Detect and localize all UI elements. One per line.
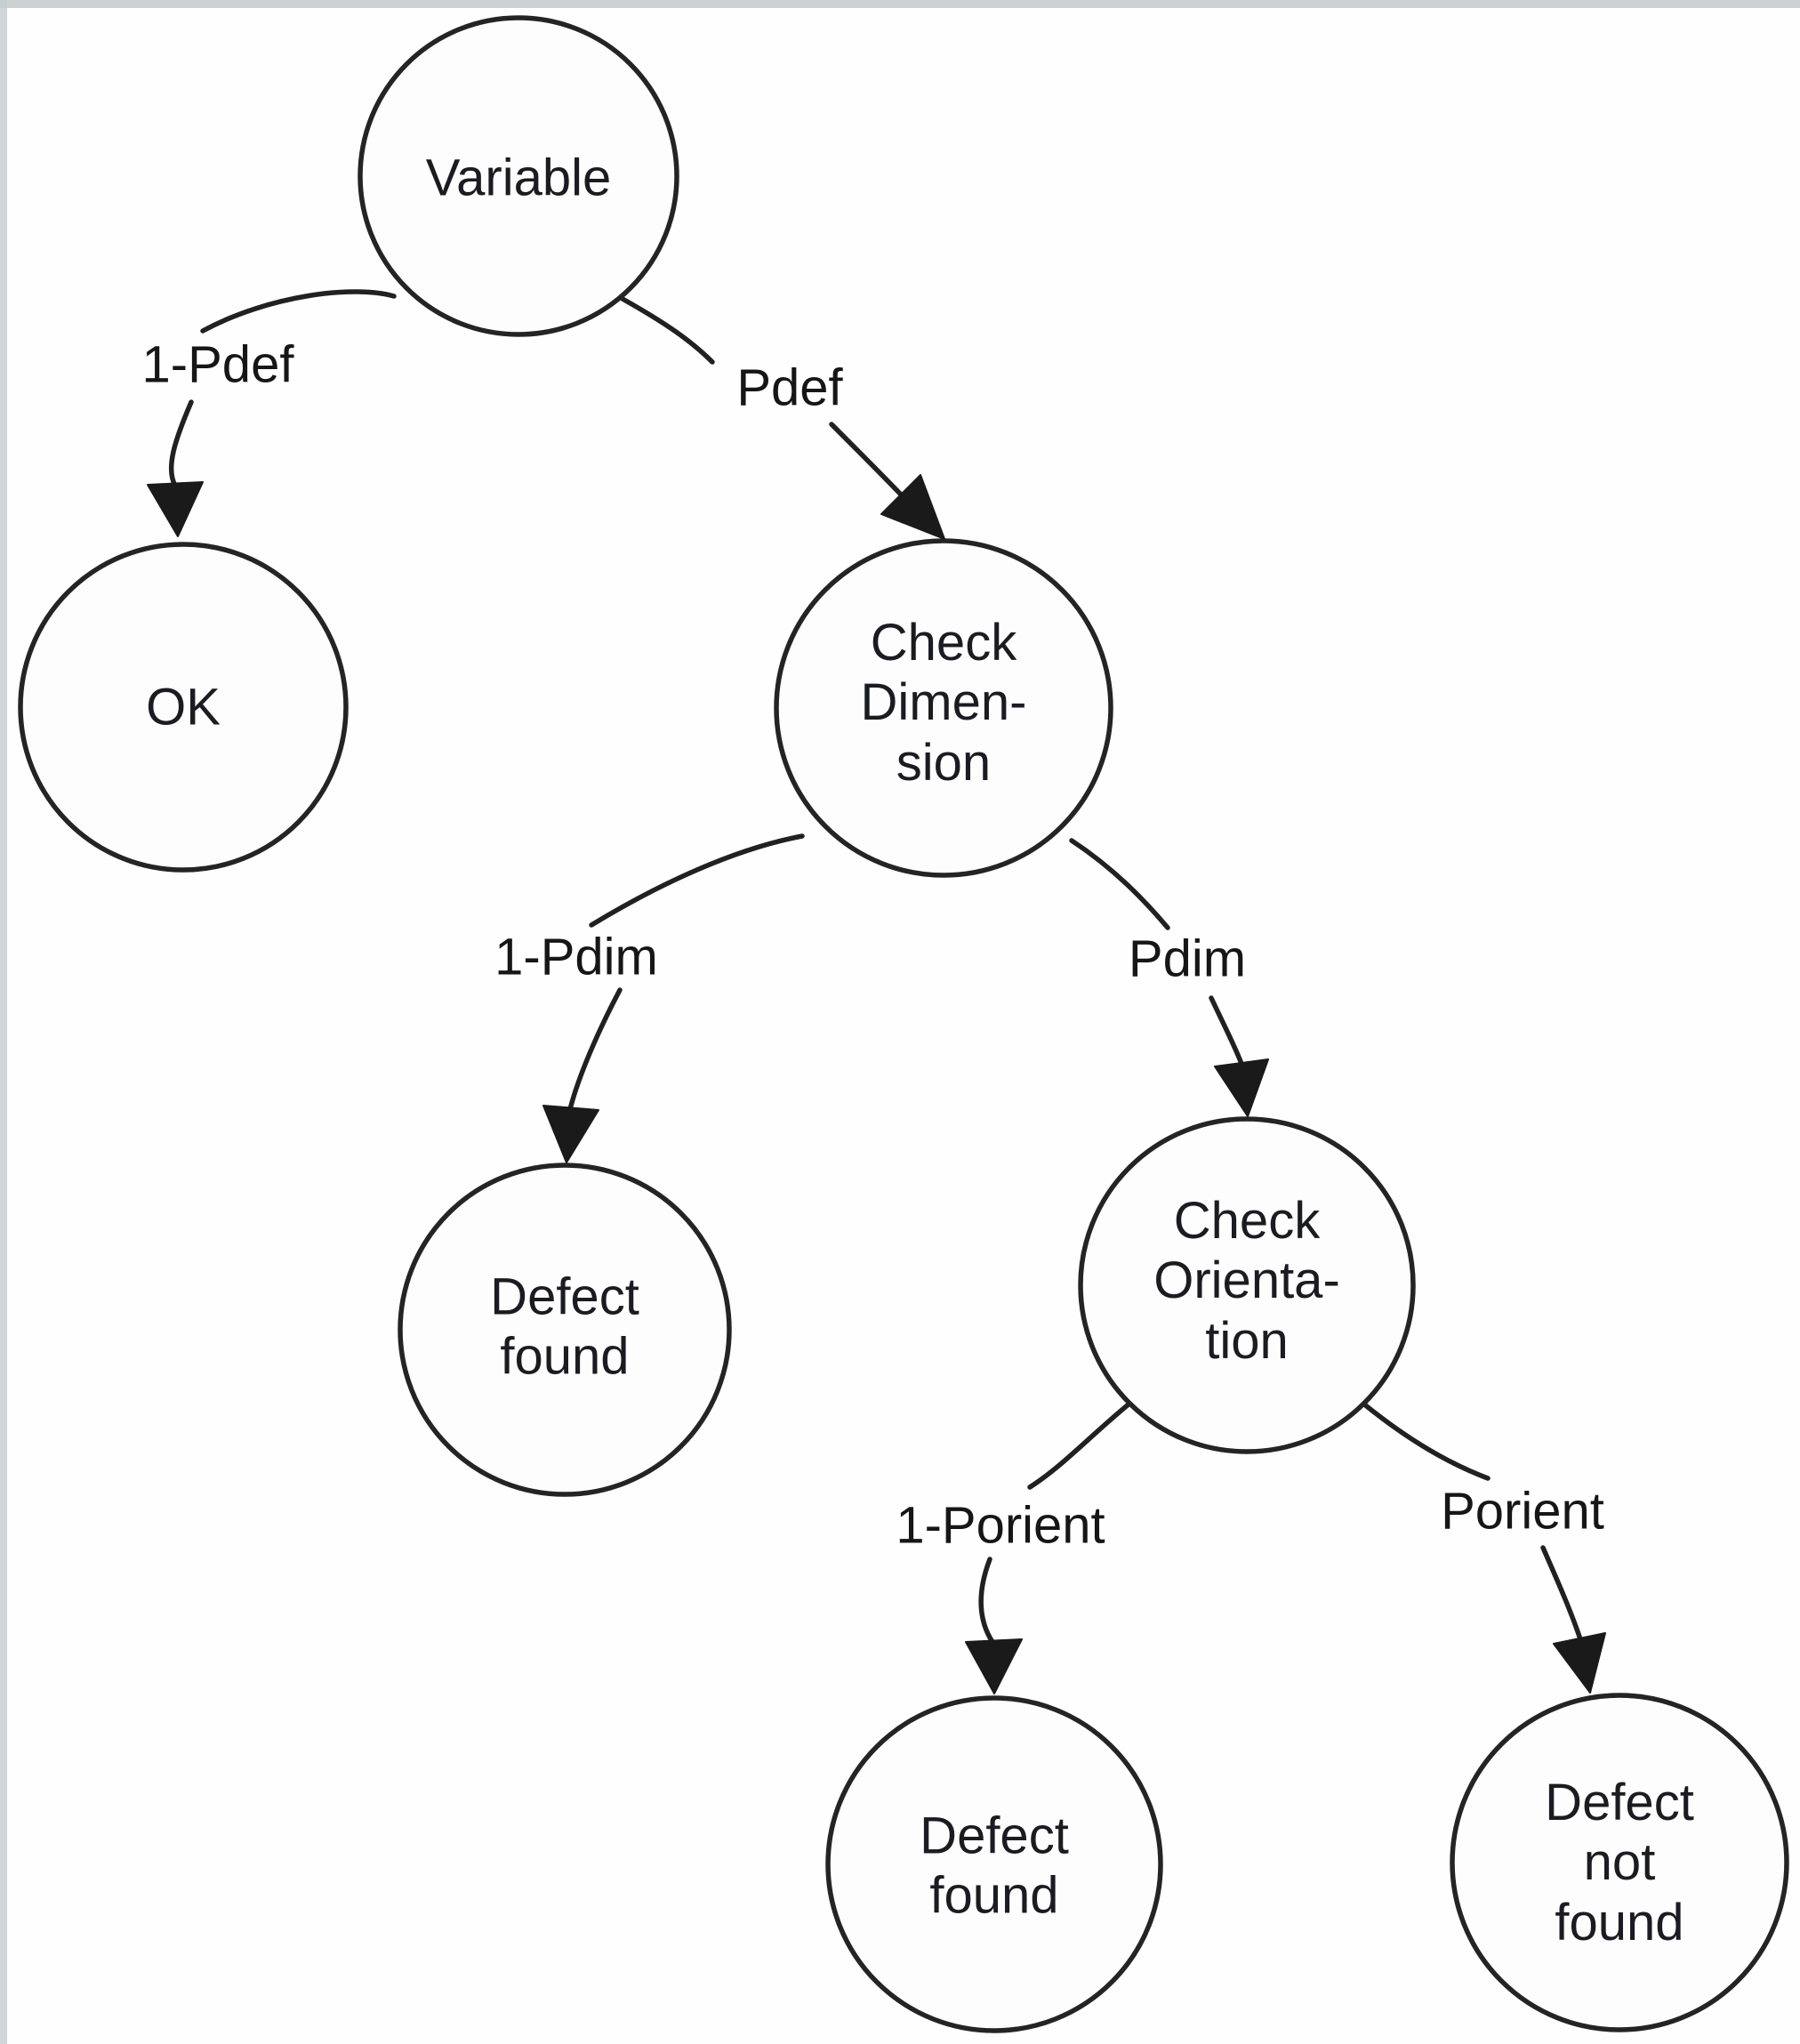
node-circle-defect-found-orientation xyxy=(825,1695,1163,2033)
edge-check-orientation-defect-not-found-segment-2 xyxy=(1540,1545,1583,1642)
node-circle-variable xyxy=(358,15,679,337)
node-label-check-dimension: Check Dimen- sion xyxy=(860,614,1027,792)
edge-label-pdef: Pdef xyxy=(736,358,843,417)
edge-label-porient: Porient xyxy=(1441,1482,1604,1541)
node-circle-defect-found-dimension xyxy=(398,1163,732,1497)
edge-check-orientation-defect-found-segment-2 xyxy=(978,1557,995,1645)
edge-label-1-pdim: 1-Pdim xyxy=(494,928,658,986)
edge-variable-ok-segment-2 xyxy=(168,399,194,488)
edge-variable-check-dimension-segment-1 xyxy=(620,296,715,365)
edge-label-pdim: Pdim xyxy=(1128,929,1247,988)
edge-check-dimension-check-orientation-segment-1 xyxy=(1069,838,1170,930)
node-circle-check-orientation xyxy=(1078,1116,1416,1454)
edge-label-1-pdef: 1-Pdef xyxy=(141,335,294,394)
node-label-defect-found-dimension: Defect found xyxy=(490,1267,639,1386)
edge-variable-ok-segment-1 xyxy=(200,289,397,334)
node-label-ok: OK xyxy=(146,678,221,736)
edge-variable-check-dimension-segment-2 xyxy=(829,422,904,498)
edge-variable-check-dimension-arrowhead xyxy=(880,474,945,540)
edge-check-dimension-defect-found-segment-2 xyxy=(567,987,623,1112)
edge-variable-ok-arrowhead xyxy=(147,481,204,537)
page-edge-top xyxy=(0,0,1800,8)
edge-check-dimension-defect-found-segment-1 xyxy=(589,833,805,928)
node-label-defect-found-orientation: Defect found xyxy=(920,1807,1069,1925)
node-label-defect-not-found: Defect not found xyxy=(1545,1774,1694,1951)
node-circle-check-dimension xyxy=(774,538,1113,878)
edge-check-dimension-defect-found-arrowhead xyxy=(542,1105,599,1163)
edge-check-dimension-check-orientation-segment-2 xyxy=(1209,995,1244,1066)
edge-check-orientation-defect-found-arrowhead xyxy=(965,1638,1023,1694)
node-label-check-orientation: Check Orienta- tion xyxy=(1153,1192,1340,1370)
node-circle-defect-not-found xyxy=(1450,1693,1789,2032)
edge-label-1-porient: 1-Porient xyxy=(896,1496,1105,1555)
edge-check-orientation-defect-not-found-arrowhead xyxy=(1553,1632,1606,1694)
node-label-variable: Variable xyxy=(425,149,612,207)
edge-check-orientation-defect-not-found-segment-1 xyxy=(1361,1401,1491,1481)
page-edge-left xyxy=(0,0,7,2044)
node-circle-ok xyxy=(18,542,349,873)
edge-check-dimension-check-orientation-arrowhead xyxy=(1214,1058,1269,1117)
edge-check-orientation-defect-found-segment-1 xyxy=(1027,1401,1132,1490)
